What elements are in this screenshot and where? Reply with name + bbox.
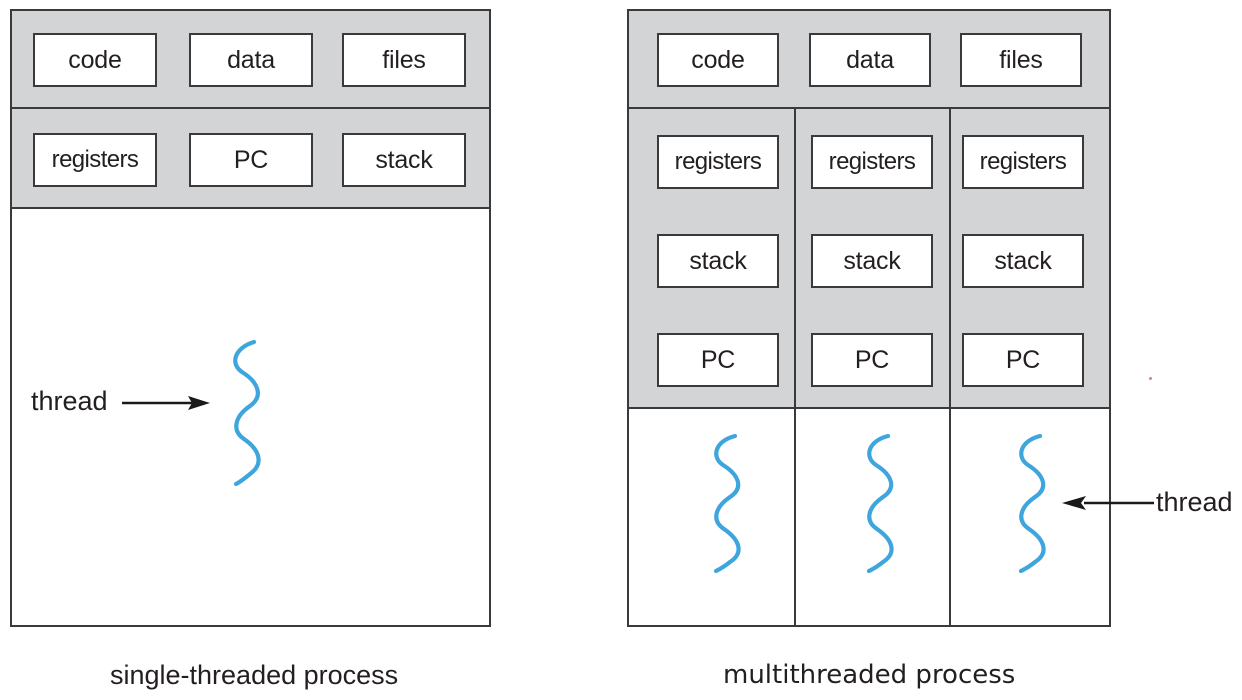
cell-stack: stack: [342, 133, 466, 187]
cell-code: code: [33, 33, 157, 87]
caption-multithreaded: multithreaded process: [723, 660, 1016, 690]
thread-3-cell-stack: stack: [962, 234, 1084, 288]
cell-files: files: [960, 33, 1082, 87]
single-threaded-band-separator-2: [12, 207, 489, 209]
cell-files: files: [342, 33, 466, 87]
cell-code: code: [657, 33, 779, 87]
single-threaded-band-separator-1: [12, 107, 489, 109]
thread-3-cell-registers: registers: [962, 135, 1084, 189]
caption-single-threaded: single-threaded process: [110, 660, 399, 690]
thread-3-cell-pc: PC: [962, 333, 1084, 387]
thread-1-cell-pc: PC: [657, 333, 779, 387]
multithreaded-band-separator-2: [629, 407, 1109, 409]
multithreaded-band-separator-1: [629, 107, 1109, 109]
thread-2-cell-stack: stack: [811, 234, 933, 288]
thread-annotation-label-left: thread: [31, 386, 108, 416]
thread-2-cell-pc: PC: [811, 333, 933, 387]
cell-pc: PC: [189, 133, 313, 187]
cell-data: data: [189, 33, 313, 87]
thread-1-cell-registers: registers: [657, 135, 779, 189]
single-threaded-process-frame: code data files registers PC stack: [10, 9, 491, 627]
multithreaded-process-frame: code data files registers stack PC regis…: [627, 9, 1111, 627]
thread-2-cell-registers: registers: [811, 135, 933, 189]
cell-data: data: [809, 33, 931, 87]
thread-1-cell-stack: stack: [657, 234, 779, 288]
print-speck-artifact: [1149, 377, 1152, 380]
thread-column-separator-2: [949, 109, 951, 625]
cell-registers: registers: [33, 133, 157, 187]
thread-annotation-label-right: thread: [1156, 487, 1233, 517]
thread-column-separator-1: [794, 109, 796, 625]
